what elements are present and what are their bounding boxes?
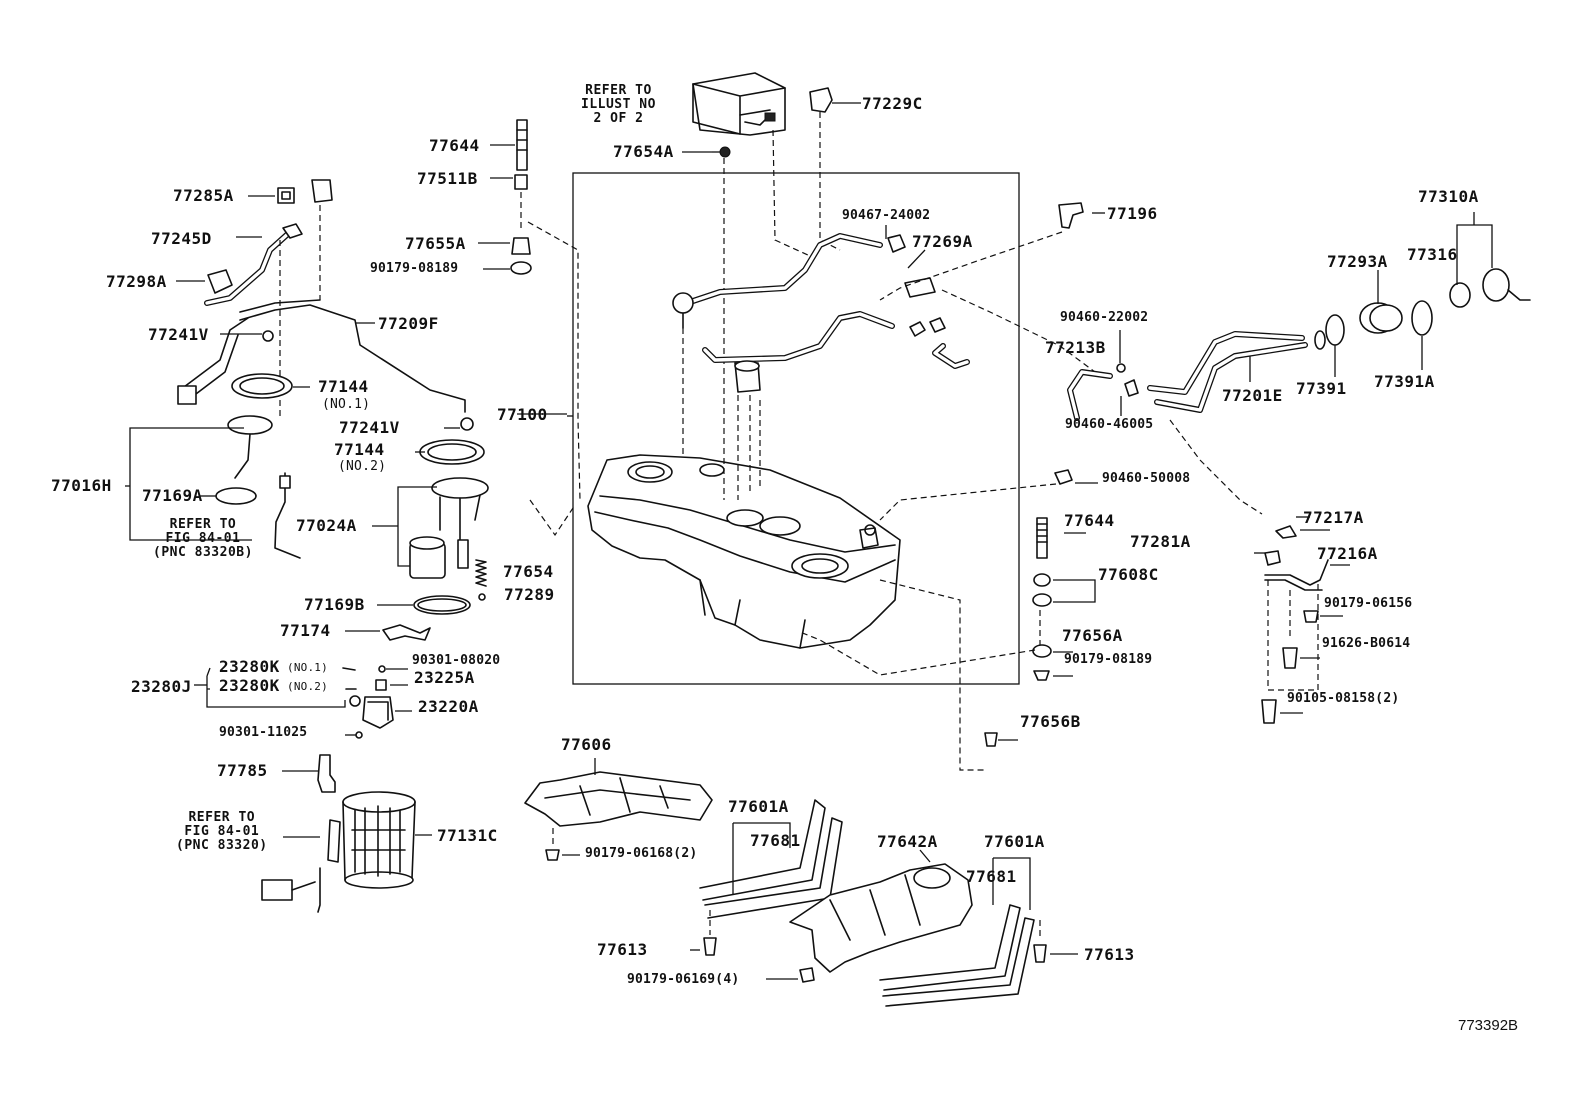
part-label: 77285A — [173, 186, 234, 205]
part-label: 77144 — [334, 440, 385, 459]
protector-77642a — [789, 863, 973, 973]
part-label: 77131C — [437, 826, 498, 845]
note-refer-fig-84-01: REFER TO FIG 84-01 (PNC 83320) — [176, 810, 268, 853]
part-label: 77681 — [750, 831, 801, 850]
clip-77229c — [809, 87, 833, 113]
part-label: 77241V — [339, 418, 400, 437]
note-refer-illust: REFER TO ILLUST NO 2 OF 2 — [581, 83, 656, 126]
part-label: 90179-06156 — [1324, 596, 1413, 611]
valve-77644-top — [516, 119, 528, 171]
part-label: 90467-24002 — [842, 208, 931, 223]
part-label-sub: (NO.2) — [338, 459, 387, 474]
fuel-tank-frame — [572, 172, 1020, 685]
part-label: 90460-46005 — [1065, 417, 1154, 432]
part-label: 90301-08020 — [412, 653, 501, 668]
part-label: 77241V — [148, 325, 209, 344]
part-label: 77216A — [1317, 544, 1378, 563]
part-label: 77654 — [503, 562, 554, 581]
part-label: 77289 — [504, 585, 555, 604]
part-label: 77213B — [1045, 338, 1106, 357]
part-label: 23220A — [418, 697, 479, 716]
part-label-sub: (NO.1) — [322, 397, 371, 412]
part-label: 77298A — [106, 272, 167, 291]
filler-pipe — [1067, 330, 1326, 421]
protector-77606 — [524, 771, 713, 827]
part-label: 77642A — [877, 832, 938, 851]
part-label: 77391 — [1296, 379, 1347, 398]
part-label: 77100 — [497, 405, 548, 424]
part-label: 77644 — [429, 136, 480, 155]
part-label-sub: (NO.1) — [287, 661, 328, 674]
part-label: 77174 — [280, 621, 331, 640]
part-label: 77217A — [1303, 508, 1364, 527]
part-label: 23280J — [131, 677, 192, 696]
part-label: 90179-08189 — [1064, 652, 1153, 667]
part-label: 77681 — [966, 867, 1017, 886]
part-label: 77613 — [597, 940, 648, 959]
grommet-77285a — [277, 187, 295, 204]
part-label: 77281A — [1130, 532, 1191, 551]
part-label: 77511B — [417, 169, 478, 188]
diagram-id: 773392B — [1458, 1017, 1519, 1034]
part-label: 77169A — [142, 486, 203, 505]
part-label: 77656A — [1062, 626, 1123, 645]
part-label: 90301-11025 — [219, 725, 308, 740]
part-label: 77655A — [405, 234, 466, 253]
part-label: 90105-08158(2) — [1287, 691, 1400, 706]
part-label: 77656B — [1020, 712, 1081, 731]
part-label: 77016H — [51, 476, 112, 495]
part-label: 77024A — [296, 516, 357, 535]
charcoal-canister — [692, 72, 786, 136]
part-label: 90179-08189 — [370, 261, 459, 276]
part-label: 23225A — [414, 668, 475, 687]
part-label: 77601A — [984, 832, 1045, 851]
part-label: 77229C — [862, 94, 923, 113]
part-label: 77601A — [728, 797, 789, 816]
fuel-sub-tank — [342, 791, 416, 889]
part-label: 77169B — [304, 595, 365, 614]
part-label: 91626-B0614 — [1322, 636, 1411, 651]
part-label: 77196 — [1107, 204, 1158, 223]
part-label: 90460-50008 — [1102, 471, 1191, 486]
ring-77391a — [1411, 300, 1433, 336]
fuel-tank — [587, 454, 901, 649]
part-label: 90460-22002 — [1060, 310, 1149, 325]
part-label: 77613 — [1084, 945, 1135, 964]
part-label: 90179-06168(2) — [585, 846, 698, 861]
part-label: 23280K — [219, 657, 280, 676]
clip-77196 — [1058, 202, 1084, 229]
ring-77391 — [1325, 314, 1345, 346]
part-label: 77245D — [151, 229, 212, 248]
part-label: 77785 — [217, 761, 268, 780]
part-label: 77608C — [1098, 565, 1159, 584]
part-label: 77316 — [1407, 245, 1458, 264]
part-label: 77654A — [613, 142, 674, 161]
fuel-pump-module — [409, 477, 489, 579]
part-label: 77209F — [378, 314, 439, 333]
part-label: 90179-06169(4) — [627, 972, 740, 987]
part-label: 77293A — [1327, 252, 1388, 271]
part-label: 77201E — [1222, 386, 1283, 405]
part-label: 77644 — [1064, 511, 1115, 530]
fuel-cap — [1482, 268, 1510, 302]
note-refer-fig-84-01-b: REFER TO FIG 84-01 (PNC 83320B) — [153, 517, 253, 560]
part-label: 77144 — [318, 377, 369, 396]
part-label: 23280K — [219, 676, 280, 695]
part-label: 77269A — [912, 232, 973, 251]
part-label: 77606 — [561, 735, 612, 754]
part-label: 77310A — [1418, 187, 1479, 206]
part-label-sub: (NO.2) — [287, 680, 328, 693]
part-label: 77391A — [1374, 372, 1435, 391]
